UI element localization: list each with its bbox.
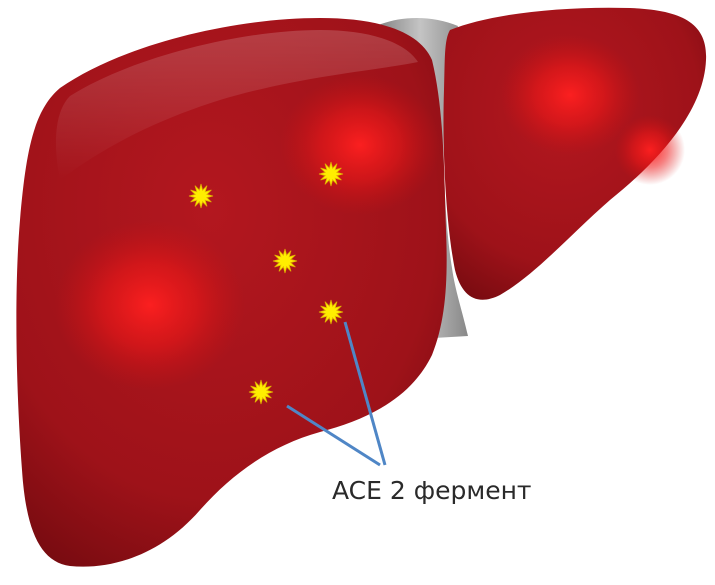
inflammation-hotspot bbox=[55, 220, 245, 390]
enzyme-label: ACE 2 фермент bbox=[332, 476, 532, 505]
inflammation-hotspot bbox=[280, 75, 440, 215]
inflammation-hotspot bbox=[615, 115, 685, 185]
